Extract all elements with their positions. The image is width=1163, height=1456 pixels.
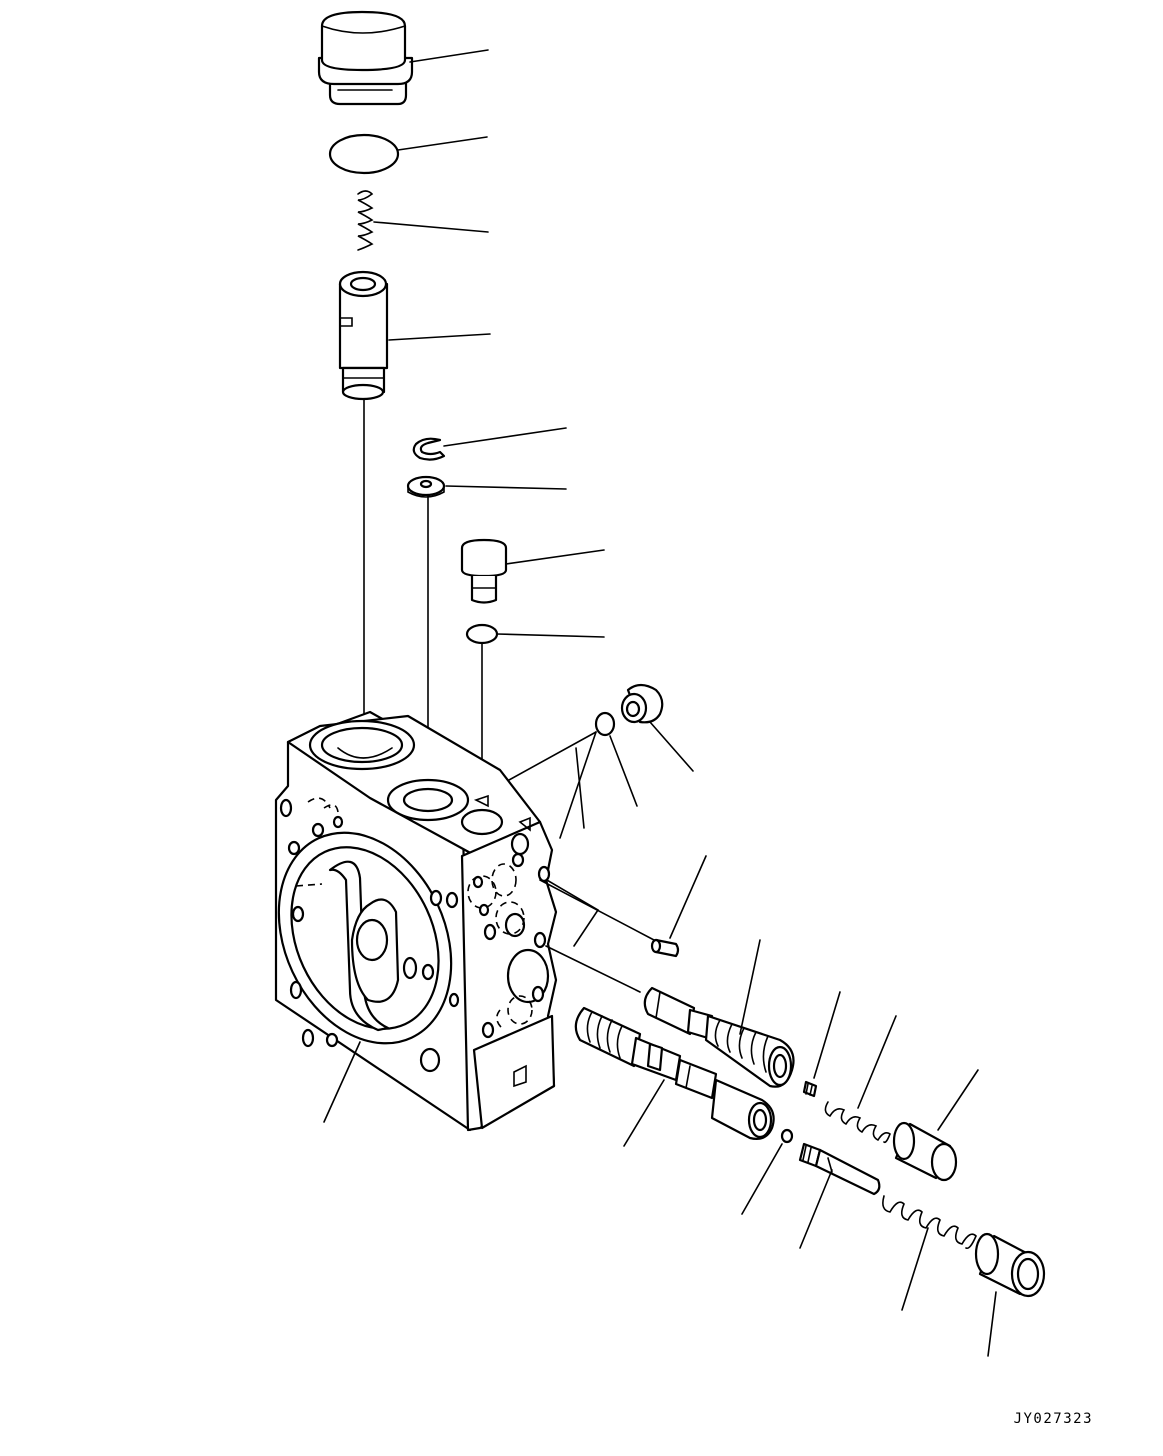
leader-fitting-o-ring xyxy=(609,735,638,807)
leader-spool-o-ring xyxy=(741,1143,783,1215)
leader-o-ring xyxy=(397,136,488,151)
leader-washer xyxy=(445,485,567,490)
leader-dowel-pin xyxy=(669,855,707,939)
spool-o-ring xyxy=(780,1128,794,1144)
leader-small-o-ring xyxy=(496,633,605,638)
snap-ring xyxy=(412,437,446,461)
poppet xyxy=(798,1142,881,1196)
return-spring xyxy=(824,1101,891,1144)
washer xyxy=(406,475,446,498)
leader-main-spool xyxy=(739,939,761,1035)
leader-end-cap xyxy=(987,1291,997,1357)
fitting-o-ring xyxy=(594,711,616,737)
leader-outer-spring xyxy=(901,1227,929,1311)
drawing-code: JY027323 xyxy=(1013,1411,1093,1427)
leader-port-fitting xyxy=(649,721,694,772)
leader-valve-sleeve xyxy=(388,333,491,341)
leader-cap-plug xyxy=(409,49,489,63)
leader-secondary-spool xyxy=(623,1079,665,1147)
dowel-pin xyxy=(650,938,680,958)
leader-spring-cap xyxy=(937,1069,979,1131)
secondary-spool xyxy=(574,1006,775,1140)
leader-poppet xyxy=(799,1169,833,1249)
axis-dowel-pin xyxy=(539,879,655,941)
valve-sleeve xyxy=(338,270,389,401)
set-screw xyxy=(802,1080,818,1098)
leader-valve-body xyxy=(323,1041,361,1123)
port-fitting xyxy=(620,683,664,724)
leader-compression-spring xyxy=(373,221,489,233)
spring-cap xyxy=(892,1121,958,1182)
compression-spring xyxy=(357,190,374,251)
cap-plug xyxy=(317,10,414,106)
end-cap xyxy=(974,1232,1046,1298)
plug xyxy=(460,538,508,604)
outer-spring xyxy=(882,1195,977,1250)
leader-return-spring xyxy=(857,1015,897,1109)
valve-body xyxy=(274,710,558,1132)
leader-plug xyxy=(505,549,605,565)
o-ring xyxy=(328,133,400,175)
leader-set-screw xyxy=(813,991,841,1079)
small-o-ring xyxy=(465,623,499,645)
leader-snap-ring xyxy=(443,427,567,447)
main-spool xyxy=(545,945,795,1088)
